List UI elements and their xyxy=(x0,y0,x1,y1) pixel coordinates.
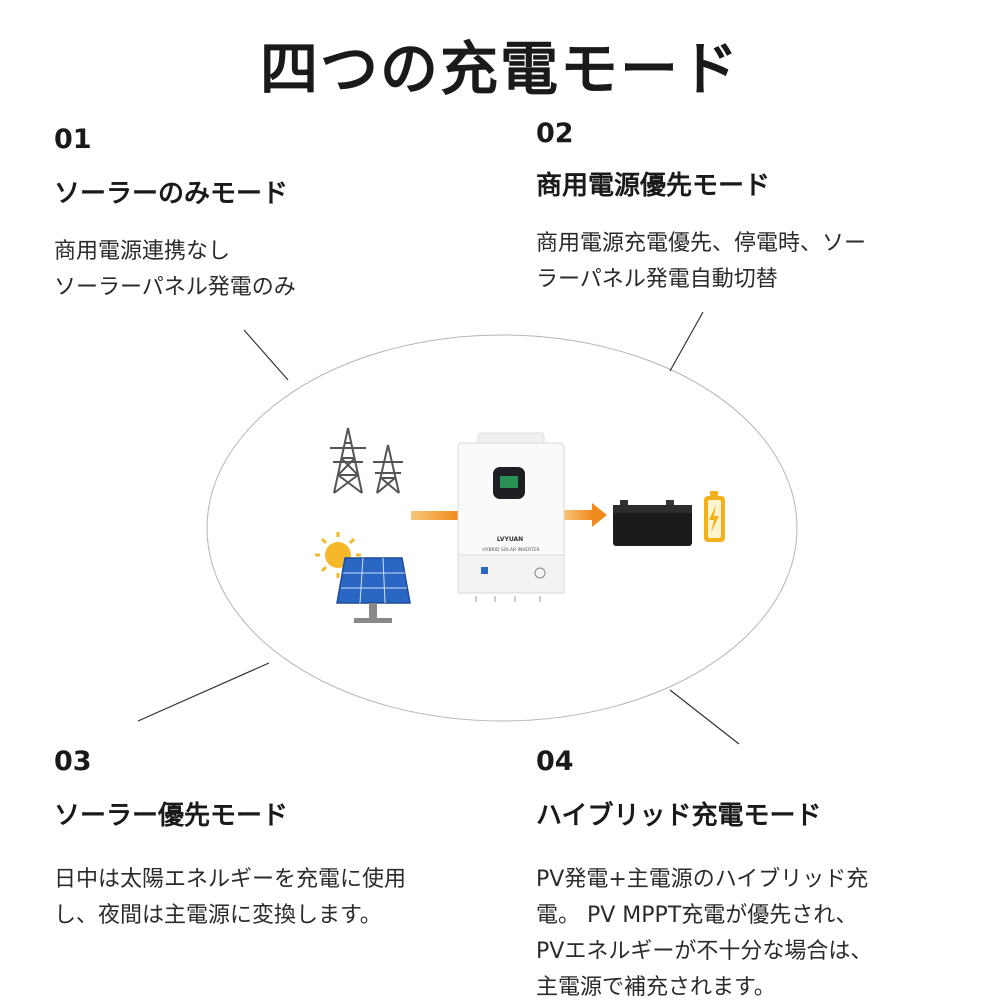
mode-card-3: 03 ソーラー優先モード 日中は太陽エネルギーを充電に使用 し、夜間は主電源に変… xyxy=(54,746,474,934)
inverter-brand-label: LVYUAN xyxy=(497,536,523,543)
inverter-model-label: HYBRID SOLAR INVERTER xyxy=(482,547,539,553)
mode-description: 商用電源連携なし ソーラーパネル発電のみ xyxy=(54,234,474,306)
battery-icon xyxy=(613,500,692,546)
description-line: し、夜間は主電源に変換します。 xyxy=(54,903,382,928)
mode-heading: ソーラー優先モード xyxy=(54,801,289,831)
mode-description: 商用電源充電優先、停電時、ソー ラーパネル発電自動切替 xyxy=(536,226,956,298)
arrow-icon xyxy=(563,503,607,527)
mode-card-1: 01 ソーラーのみモード 商用電源連携なし ソーラーパネル発電のみ xyxy=(54,124,474,306)
mode-number: 02 xyxy=(536,118,582,149)
mode-number: 04 xyxy=(536,746,582,777)
mode-number: 03 xyxy=(54,746,100,777)
connector-line-2 xyxy=(669,311,704,372)
page-title: 四つの充電モード xyxy=(259,35,740,103)
mode-card-2: 02 商用電源優先モード 商用電源充電優先、停電時、ソー ラーパネル発電自動切替 xyxy=(536,118,956,298)
connector-line-4 xyxy=(669,689,740,745)
solar-panel-icon xyxy=(336,557,411,623)
description-line: 主電源で補充されます。 xyxy=(536,975,776,1000)
diagram-ellipse xyxy=(206,334,798,722)
description-line: PV発電+主電源のハイブリッド充 xyxy=(536,867,869,892)
sun-icon xyxy=(315,532,361,578)
arrow-icon xyxy=(411,511,459,520)
mode-heading: ソーラーのみモード xyxy=(54,179,289,209)
description-line: 日中は太陽エネルギーを充電に使用 xyxy=(54,867,407,892)
mode-card-4: 04 ハイブリッド充電モード PV発電+主電源のハイブリッド充 電。 PV MP… xyxy=(536,746,956,1006)
description-line: ラーパネル発電自動切替 xyxy=(536,267,778,292)
mode-description: 日中は太陽エネルギーを充電に使用 し、夜間は主電源に変換します。 xyxy=(54,862,474,934)
description-line: ソーラーパネル発電のみ xyxy=(54,275,296,300)
mode-description: PV発電+主電源のハイブリッド充 電。 PV MPPT充電が優先され、 PVエネ… xyxy=(536,862,956,1006)
description-line: 商用電源連携なし xyxy=(54,239,231,264)
power-tower-icon xyxy=(330,427,403,494)
description-line: PVエネルギーが不十分な場合は、 xyxy=(536,939,873,964)
description-line: 商用電源充電優先、停電時、ソー xyxy=(536,231,867,256)
connector-line-1 xyxy=(243,329,289,381)
mode-number: 01 xyxy=(54,124,100,155)
mode-heading: ハイブリッド充電モード xyxy=(536,801,822,831)
description-line: 電。 PV MPPT充電が優先され、 xyxy=(536,903,858,928)
charging-battery-icon xyxy=(704,491,725,542)
inverter-icon xyxy=(457,432,565,602)
mode-heading: 商用電源優先モード xyxy=(536,171,771,201)
connector-line-3 xyxy=(137,662,270,722)
